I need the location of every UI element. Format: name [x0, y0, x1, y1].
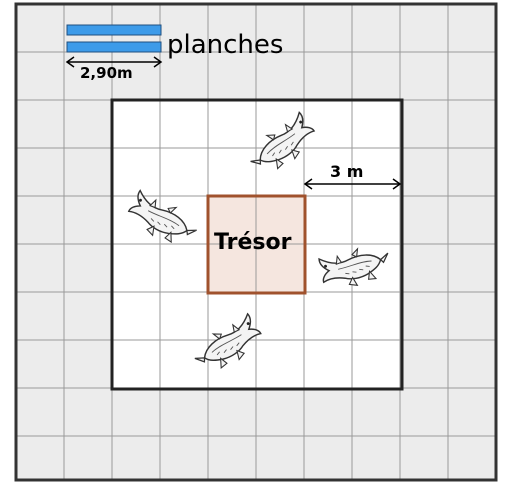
- plank-length-label: 2,90m: [80, 64, 133, 82]
- treasure-label: Trésor: [214, 230, 291, 255]
- moat-width-label: 3 m: [330, 162, 363, 181]
- plank: [67, 42, 161, 52]
- plank: [67, 25, 161, 35]
- planks-label: planches: [167, 30, 283, 60]
